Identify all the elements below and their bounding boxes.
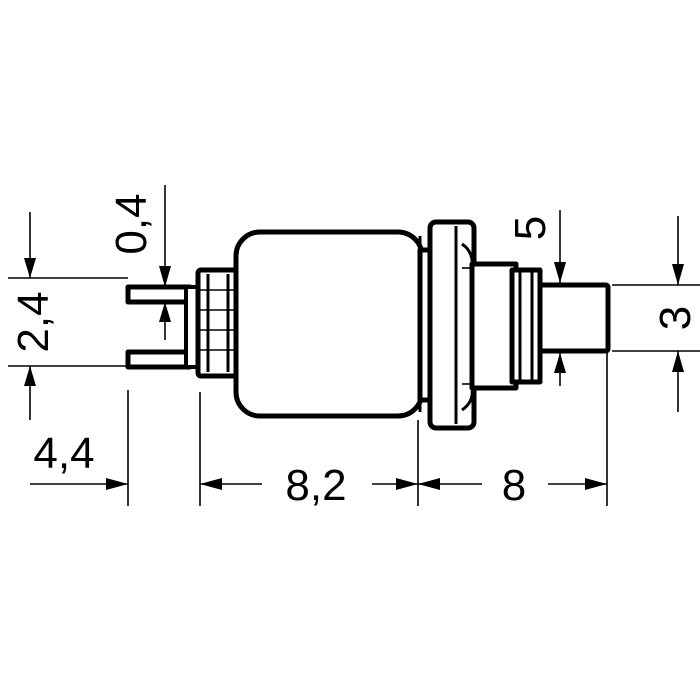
bushing — [469, 261, 543, 391]
dimension-pin-thickness: 0,4 — [107, 185, 171, 340]
dimension-pin-spacing: 2,4 — [8, 212, 128, 420]
dimension-label-body-length: 8,2 — [285, 461, 346, 510]
dimension-pin-length: 4,4 — [30, 390, 129, 506]
dimension-plunger-diameter: 3 — [612, 216, 700, 412]
dimension-label-pin-thickness: 0,4 — [107, 193, 156, 254]
flange — [417, 219, 477, 431]
dimension-label-plunger-length: 8 — [502, 461, 526, 510]
dimension-label-pin-spacing: 2,4 — [9, 291, 58, 352]
dimension-plunger-length: 8 — [418, 352, 608, 510]
solder-pins — [125, 284, 202, 370]
main-body — [233, 229, 425, 419]
dimension-label-plunger-diameter: 3 — [651, 306, 700, 330]
dimension-body-length: 8,2 — [199, 392, 419, 510]
rear-cap — [195, 267, 241, 379]
part-outline — [125, 219, 611, 431]
dimension-plunger-offset: 5 — [506, 210, 566, 386]
dimension-label-plunger-offset: 5 — [506, 216, 555, 240]
dimension-label-pin-length: 4,4 — [33, 429, 94, 478]
plunger — [537, 282, 611, 354]
